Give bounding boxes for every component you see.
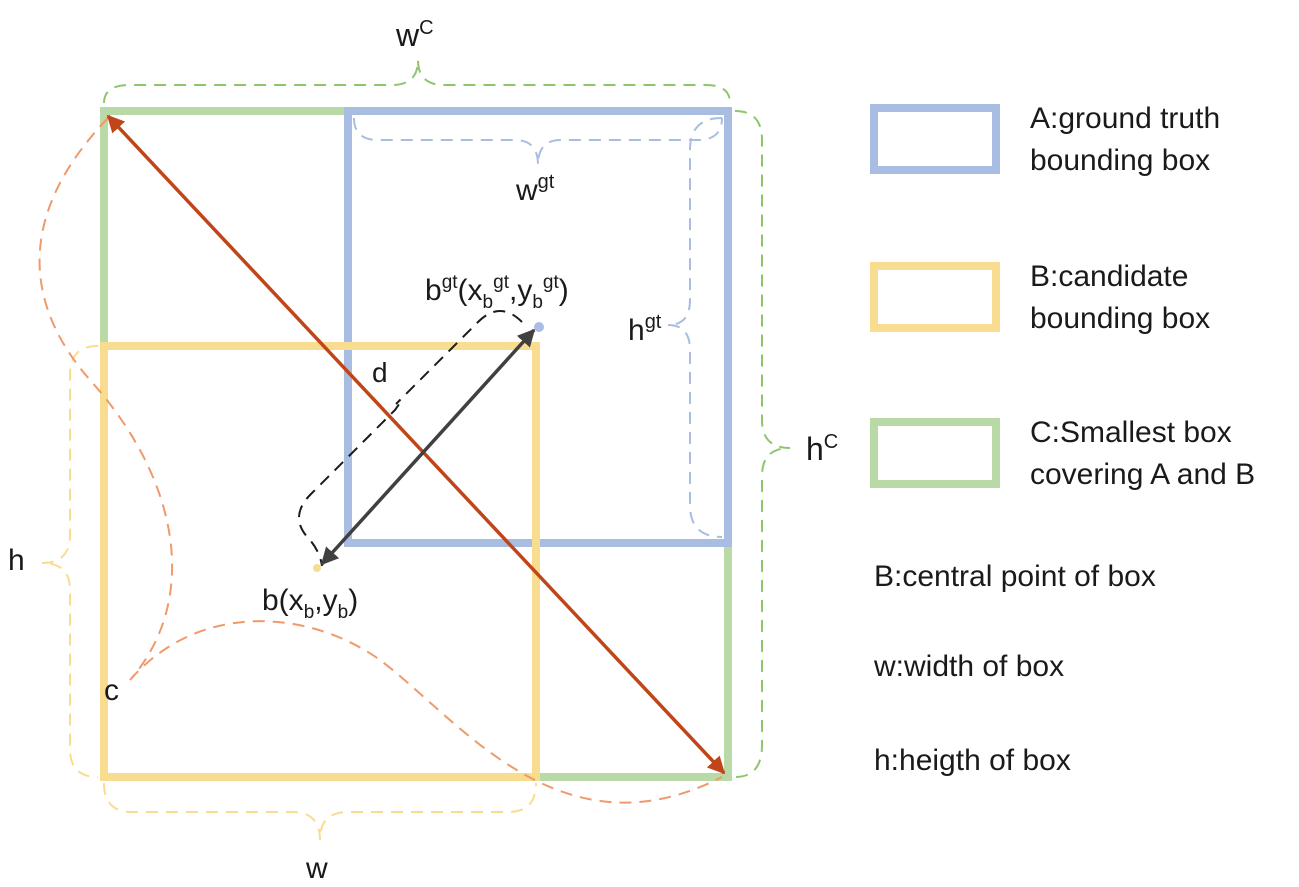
candidate-center-point [313,564,321,572]
hc-label: hC [806,431,838,467]
w-label: w [305,852,328,885]
hgt-brace [667,117,723,538]
legend-central-point: B:central point of box [874,560,1156,593]
wc-label: wC [395,17,434,53]
h-brace [41,345,99,778]
legend-a-line1: A:ground truth [1030,102,1220,135]
legend-swatch-smallest [870,418,1000,488]
legend-width: w:width of box [873,650,1064,683]
legend-c-line2: covering A and B [1030,458,1255,491]
center-distance-arrow [320,328,536,566]
candidate-box [100,342,540,781]
hgt-label: hgt [628,311,662,347]
h-label: h [8,544,25,577]
c-curve [38,117,723,804]
w-brace [103,782,537,841]
gt-center-label: bgt(xbgt,ybgt) [425,272,569,313]
legend-swatch-ground-truth [870,104,1000,174]
legend: A:ground truth bounding box B:candidate … [870,102,1255,777]
diagonal-c-arrow [106,114,726,775]
hc-brace [734,110,791,778]
legend-height: h:heigth of box [874,744,1071,777]
d-label: d [372,357,388,388]
legend-c-line1: C:Smallest box [1030,416,1232,449]
legend-a-line2: bounding box [1030,144,1210,177]
c-label: c [104,674,119,707]
legend-b-line1: B:candidate [1030,260,1188,293]
legend-swatch-candidate [870,262,1000,332]
wgt-label: wgt [515,171,555,207]
wgt-brace [353,117,723,166]
gt-center-point [534,322,544,332]
candidate-center-label: b(xb,yb) [262,584,358,623]
wc-brace [103,59,731,104]
legend-b-line2: bounding box [1030,302,1210,335]
